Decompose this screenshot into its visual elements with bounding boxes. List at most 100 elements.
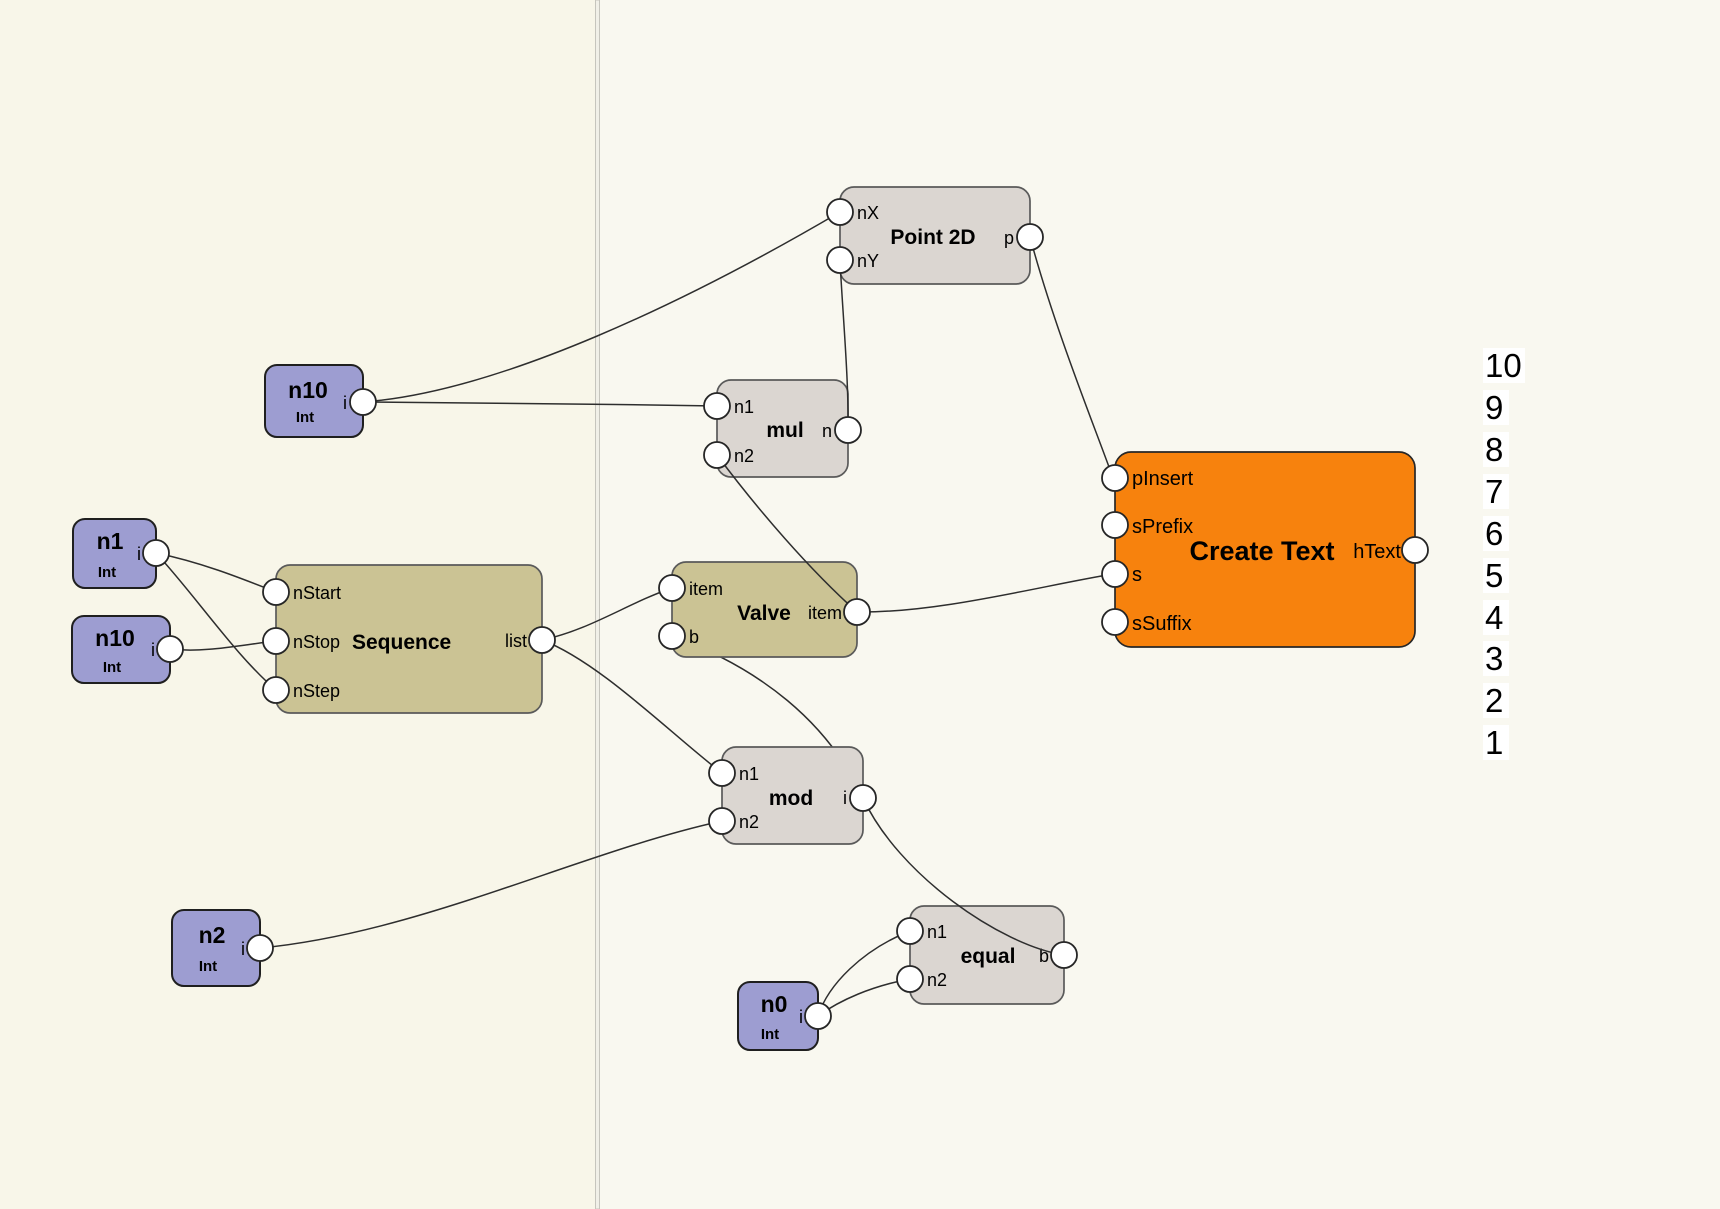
port-valve-item-output[interactable] — [843, 598, 871, 626]
output-number: 7 — [1485, 473, 1503, 510]
port-label-create-text-sSuffix: sSuffix — [1132, 613, 1192, 635]
node-title-create-text: Create Text — [1189, 536, 1334, 566]
output-number: 1 — [1485, 724, 1503, 761]
node-create-text[interactable]: pInsert sPrefix s sSuffix Create Text hT… — [1114, 451, 1416, 648]
port-create-text-sPrefix-input[interactable] — [1101, 511, 1129, 539]
port-label-equal-b: b — [1039, 946, 1049, 966]
port-create-text-s-input[interactable] — [1101, 560, 1129, 588]
port-valve-b-input[interactable] — [658, 622, 686, 650]
port-label-mul-n2: n2 — [734, 446, 754, 466]
node-sequence[interactable]: nStart nStop nStep Sequence list — [275, 564, 543, 714]
node-equal[interactable]: n1 n2 equal b — [909, 905, 1065, 1005]
port-label-n1-i: i — [137, 544, 141, 564]
wire-mul-n-to-point2d-nY[interactable] — [839, 259, 849, 431]
node-title-n1: n1 — [97, 528, 124, 554]
node-title-mod: mod — [769, 787, 813, 810]
node-subtitle-n1: Int — [98, 564, 116, 581]
output-number: 4 — [1485, 599, 1503, 636]
port-label-equal-n1: n1 — [927, 922, 947, 942]
node-subtitle-n2: Int — [199, 958, 217, 975]
port-create-text-hText-output[interactable] — [1401, 536, 1429, 564]
port-label-valve-item-in: item — [689, 579, 723, 599]
port-sequence-nStop-input[interactable] — [262, 627, 290, 655]
port-label-mul-n1: n1 — [734, 397, 754, 417]
port-sequence-nStep-input[interactable] — [262, 676, 290, 704]
port-mod-n1-input[interactable] — [708, 759, 736, 787]
wire-n10-top-to-mul-n1[interactable] — [362, 401, 718, 407]
node-valve[interactable]: item b Valve item — [671, 561, 858, 658]
port-label-equal-n2: n2 — [927, 970, 947, 990]
output-number: 2 — [1485, 682, 1503, 719]
output-number: 9 — [1485, 389, 1503, 426]
port-create-text-pInsert-input[interactable] — [1101, 464, 1129, 492]
port-mul-n1-input[interactable] — [703, 392, 731, 420]
node-mod[interactable]: n1 n2 mod i — [721, 746, 864, 845]
port-label-create-text-pInsert: pInsert — [1132, 468, 1194, 490]
canvas-divider-line — [595, 0, 600, 1209]
port-point2d-nY-input[interactable] — [826, 246, 854, 274]
node-n10-top[interactable]: n10 Int i — [264, 364, 364, 438]
port-label-n10-left-i: i — [151, 640, 155, 660]
output-number-bg — [1483, 600, 1509, 635]
port-n0-i-output[interactable] — [804, 1002, 832, 1030]
port-equal-n1-input[interactable] — [896, 917, 924, 945]
port-valve-item-input[interactable] — [658, 574, 686, 602]
port-mod-n2-input[interactable] — [708, 807, 736, 835]
wire-sequence-list-to-valve-item[interactable] — [541, 587, 673, 641]
output-number: 10 — [1485, 347, 1522, 384]
node-title-n2: n2 — [199, 922, 226, 948]
port-create-text-sSuffix-input[interactable] — [1101, 608, 1129, 636]
wire-valve-item-to-mul-n2[interactable] — [716, 454, 858, 613]
port-n2-i-output[interactable] — [246, 934, 274, 962]
port-sequence-list-output[interactable] — [528, 626, 556, 654]
node-subtitle-n0: Int — [761, 1026, 779, 1043]
port-point2d-nX-input[interactable] — [826, 198, 854, 226]
output-number-bg — [1483, 558, 1509, 593]
wires — [155, 211, 1114, 1017]
port-label-point2d-p: p — [1004, 228, 1014, 248]
port-label-sequence-nStep: nStep — [293, 681, 340, 701]
port-mul-n-output[interactable] — [834, 416, 862, 444]
port-sequence-nStart-input[interactable] — [262, 578, 290, 606]
wire-n10-top-to-point2d-nX[interactable] — [362, 211, 841, 403]
wire-valve-item-to-create-text-s[interactable] — [856, 573, 1114, 613]
port-equal-n2-input[interactable] — [896, 965, 924, 993]
output-number-bg — [1483, 348, 1525, 383]
wire-sequence-list-to-mod-n1[interactable] — [541, 639, 723, 774]
node-n2[interactable]: n2 Int i — [171, 909, 261, 987]
port-label-create-text-s: s — [1132, 564, 1142, 586]
node-point2d[interactable]: nX nY Point 2D p — [839, 186, 1031, 285]
port-label-sequence-nStart: nStart — [293, 583, 341, 603]
node-subtitle-n10-top: Int — [296, 409, 314, 426]
port-n10-left-i-output[interactable] — [156, 635, 184, 663]
node-title-mul: mul — [766, 419, 803, 442]
port-point2d-p-output[interactable] — [1016, 223, 1044, 251]
port-label-n10-top-i: i — [343, 393, 347, 413]
output-number-bg — [1483, 516, 1509, 551]
wire-point2d-p-to-create-text-pInsert[interactable] — [1029, 236, 1114, 479]
node-mul[interactable]: n1 n2 mul n — [716, 379, 849, 478]
port-label-mod-n2: n2 — [739, 812, 759, 832]
node-n1[interactable]: n1 Int i — [72, 518, 157, 589]
output-number-bg — [1483, 641, 1509, 676]
output-number-bg — [1483, 725, 1509, 760]
port-label-sequence-list: list — [505, 631, 527, 651]
node-n10-left[interactable]: n10 Int i — [71, 615, 171, 684]
wire-n2-to-mod-n2[interactable] — [259, 820, 723, 949]
port-label-create-text-sPrefix: sPrefix — [1132, 516, 1193, 538]
port-mod-i-output[interactable] — [849, 784, 877, 812]
port-mul-n2-input[interactable] — [703, 441, 731, 469]
output-number: 3 — [1485, 640, 1503, 677]
output-number-bg — [1483, 390, 1509, 425]
port-n10-top-i-output[interactable] — [349, 388, 377, 416]
port-label-valve-b: b — [689, 627, 699, 647]
wire-n1-to-sequence-nStep[interactable] — [155, 552, 277, 691]
node-title-n10-top: n10 — [288, 377, 328, 403]
port-label-valve-item-out: item — [808, 603, 842, 623]
port-label-n2-i: i — [241, 939, 245, 959]
node-n0[interactable]: n0 Int i — [737, 981, 819, 1051]
port-n1-i-output[interactable] — [142, 539, 170, 567]
port-equal-b-output[interactable] — [1050, 941, 1078, 969]
node-title-equal: equal — [961, 945, 1016, 968]
